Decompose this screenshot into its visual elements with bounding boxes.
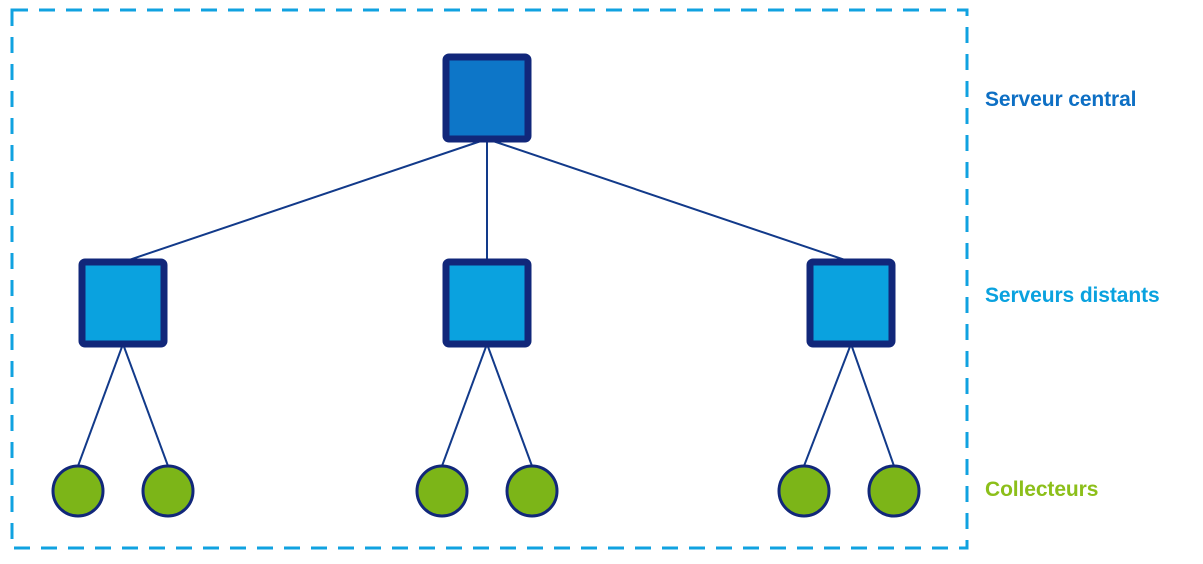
central-server-node[interactable] <box>442 53 532 143</box>
node-group-remote <box>78 258 896 348</box>
collector-node-4[interactable] <box>505 464 559 518</box>
tier-label-remote-servers: Serveurs distants <box>985 284 1160 307</box>
link-remote3-collector5 <box>803 343 852 467</box>
collector-node-1[interactable] <box>51 464 105 518</box>
collector-node-5[interactable] <box>777 464 831 518</box>
tier-label-central-server: Serveur central <box>985 88 1137 111</box>
tier-label-collectors: Collecteurs <box>985 478 1099 501</box>
link-remote2-collector4 <box>486 343 533 467</box>
link-central-remote-3 <box>486 138 852 263</box>
remote-server-node-3[interactable] <box>806 258 896 348</box>
link-remote1-collector1 <box>77 343 124 467</box>
diagram-frame-dashed <box>10 8 969 550</box>
link-remote2-collector3 <box>441 343 488 467</box>
collector-node-2[interactable] <box>141 464 195 518</box>
remote-server-node-2[interactable] <box>442 258 532 348</box>
links-central-to-remote <box>122 138 852 263</box>
link-remote1-collector2 <box>122 343 169 467</box>
node-group-collectors <box>51 464 921 518</box>
links-remote-to-collectors <box>77 343 895 467</box>
remote-server-node-1[interactable] <box>78 258 168 348</box>
link-central-remote-1 <box>122 138 488 263</box>
collector-node-3[interactable] <box>415 464 469 518</box>
link-remote3-collector6 <box>850 343 895 467</box>
collector-node-6[interactable] <box>867 464 921 518</box>
node-group-central <box>442 53 532 143</box>
